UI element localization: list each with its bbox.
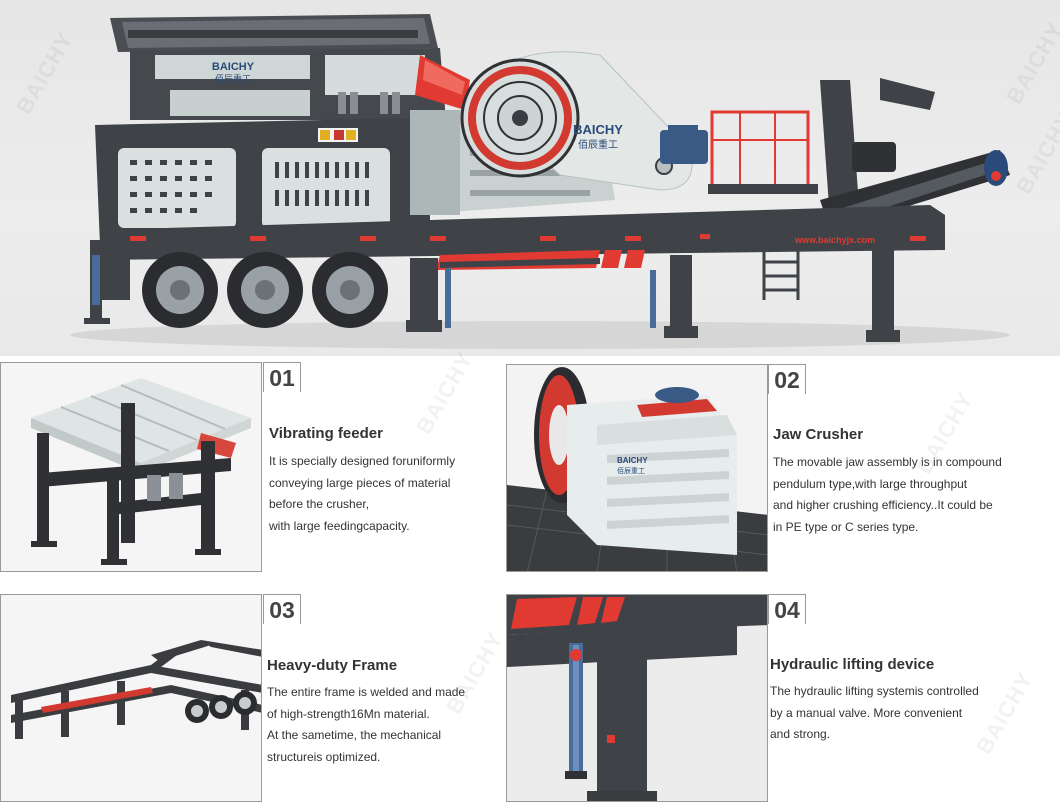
feature-title: Heavy-duty Frame: [267, 657, 398, 674]
mobile-crusher-illustration: BAICHY 佰辰重工: [70, 14, 1010, 349]
feature-line: with large feedingcapacity.: [269, 518, 410, 533]
feature-line: and higher crushing efficiency..It could…: [773, 498, 993, 512]
hydraulic-lifting-image: [506, 594, 768, 802]
feature-description: The movable jaw assembly is in compound …: [773, 452, 1002, 538]
feature-line: of high-strength16Mn material.: [267, 706, 430, 721]
feature-title: Jaw Crusher: [773, 426, 864, 443]
feature-line: The hydraulic lifting systemis controlle…: [770, 684, 979, 698]
watermark: BAICHY: [411, 347, 479, 439]
thumb-brand-cn: 佰辰重工: [617, 466, 645, 475]
hero-banner: BAICHY BAICHY BAICHY BAICHY 佰辰重工: [0, 0, 1060, 356]
hero-brand: BAICHY: [573, 122, 623, 137]
feature-line: in PE type or C series type.: [773, 519, 919, 534]
feature-line: It is specially designed foruniformly: [269, 454, 456, 468]
watermark: BAICHY: [971, 667, 1039, 759]
feature-title: Vibrating feeder: [269, 425, 383, 442]
feature-line: structureis optimized.: [267, 749, 381, 764]
feature-number: 04: [768, 594, 806, 624]
feature-description: The hydraulic lifting systemis controlle…: [770, 681, 979, 746]
svg-text:佰辰重工: 佰辰重工: [215, 73, 251, 85]
hero-brand-cn: 佰辰重工: [578, 138, 618, 151]
thumb-brand: BAICHY: [617, 456, 648, 465]
feature-line: pendulum type,with large throughput: [773, 476, 968, 491]
feature-number: 01: [263, 362, 301, 392]
feature-number: 02: [768, 364, 806, 394]
feature-description: The entire frame is welded and made of h…: [267, 682, 465, 768]
hero-website: www.baichyjx.com: [794, 235, 875, 245]
feature-line: and strong.: [770, 727, 831, 741]
hero-brand-small: BAICHY: [212, 61, 255, 73]
feature-number: 03: [263, 594, 301, 624]
feature-title: Hydraulic lifting device: [770, 656, 935, 673]
feature-line: The movable jaw assembly is in compound: [773, 455, 1002, 469]
jaw-crusher-image: BAICHY 佰辰重工: [506, 364, 768, 572]
feature-line: by a manual valve. More convenient: [770, 705, 963, 720]
heavy-duty-frame-image: [0, 594, 262, 802]
watermark: BAICHY: [441, 627, 509, 719]
feature-description: It is specially designed foruniformly co…: [269, 451, 455, 537]
feature-line: before the crusher,: [269, 497, 370, 511]
vibrating-feeder-image: [0, 362, 262, 572]
feature-line: conveying large pieces of material: [269, 475, 451, 490]
feature-line: At the sametime, the mechanical: [267, 728, 442, 742]
feature-line: The entire frame is welded and made: [267, 685, 466, 699]
